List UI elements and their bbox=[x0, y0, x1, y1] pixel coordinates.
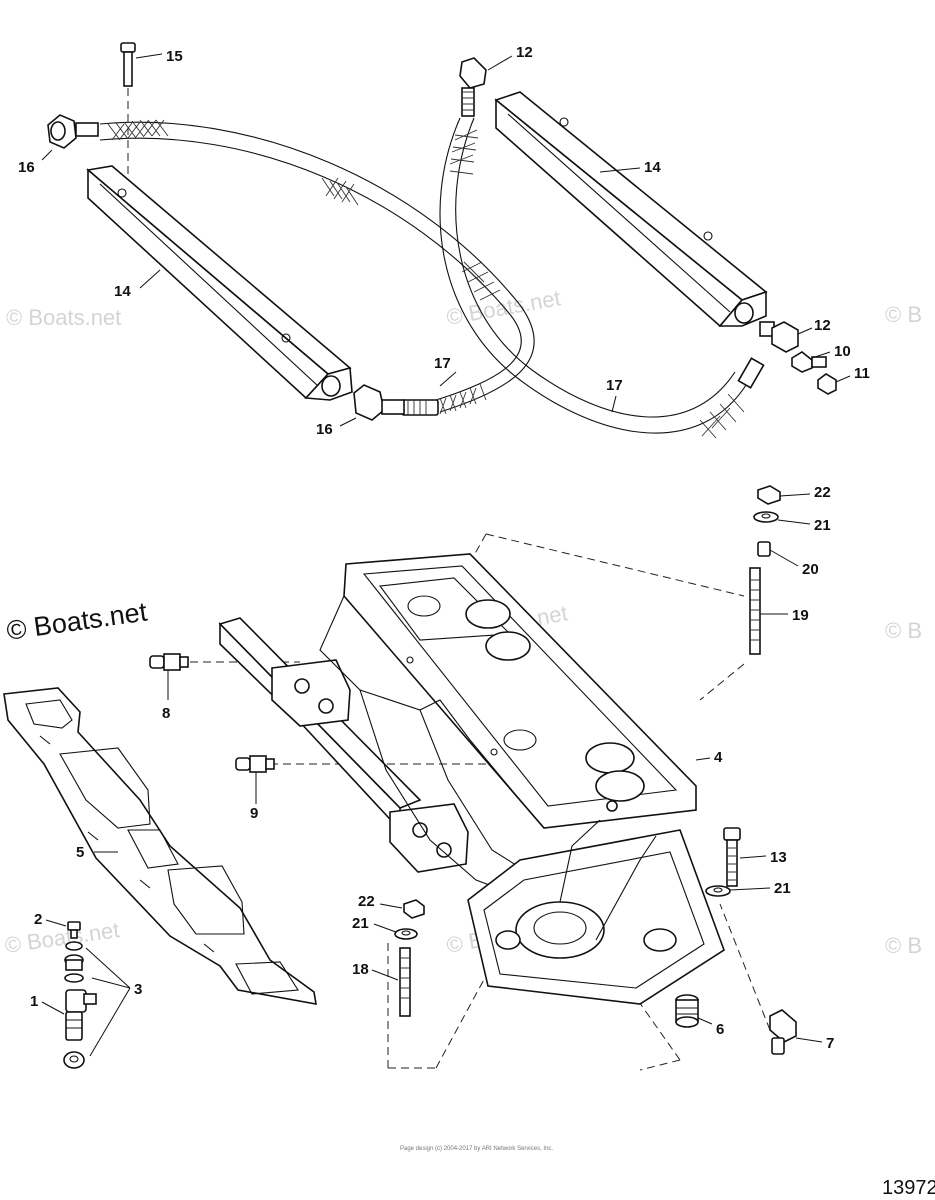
callout-21-right: 21 bbox=[774, 880, 791, 897]
fitting-16-upper bbox=[47, 114, 99, 149]
watermark: © B bbox=[885, 302, 922, 327]
fitting-12-upper bbox=[459, 57, 487, 117]
hose-17-left bbox=[99, 119, 535, 416]
callout-10: 10 bbox=[834, 343, 851, 360]
fuel-rail-14-right bbox=[494, 91, 768, 328]
callout-15: 15 bbox=[166, 48, 183, 65]
fuel-rail-14-left bbox=[86, 165, 353, 401]
callout-3: 3 bbox=[134, 981, 142, 998]
plug-6 bbox=[675, 994, 699, 1028]
cap-11 bbox=[817, 373, 837, 395]
callout-16-lower: 16 bbox=[316, 421, 333, 438]
callout-12-upper: 12 bbox=[516, 44, 533, 61]
callout-17-left: 17 bbox=[434, 355, 451, 372]
bolt-15 bbox=[120, 42, 136, 190]
callout-19: 19 bbox=[792, 607, 809, 624]
callout-11: 11 bbox=[854, 365, 870, 382]
callout-7: 7 bbox=[826, 1035, 834, 1052]
elbow-7 bbox=[769, 1009, 797, 1055]
brand-watermark: © Boats.net bbox=[5, 596, 150, 645]
callout-6: 6 bbox=[716, 1021, 724, 1038]
injector-1-assembly bbox=[63, 921, 97, 1069]
leader-lines bbox=[41, 53, 851, 1057]
fitting-16-lower bbox=[353, 384, 405, 421]
callout-22-lower: 22 bbox=[358, 893, 375, 910]
watermark: © Boats.net bbox=[6, 305, 121, 330]
gasket-5 bbox=[3, 687, 317, 1005]
callout-1: 1 bbox=[30, 993, 38, 1010]
watermark: © B bbox=[885, 618, 922, 643]
callout-14-right: 14 bbox=[644, 159, 661, 176]
callout-16-upper: 16 bbox=[18, 159, 35, 176]
callout-labels: 15 16 12 14 14 17 16 17 12 10 11 22 21 2… bbox=[18, 44, 870, 1052]
intake-manifold-4 bbox=[218, 553, 725, 1005]
callout-17-right: 17 bbox=[606, 377, 623, 394]
stud-19-stack bbox=[749, 485, 781, 655]
sensor-8 bbox=[149, 653, 189, 671]
sensor-9 bbox=[235, 755, 275, 773]
watermark: © Boats.net bbox=[3, 917, 121, 958]
callout-13: 13 bbox=[770, 849, 787, 866]
callout-20: 20 bbox=[802, 561, 819, 578]
diagram-number: 13972 bbox=[882, 1177, 935, 1199]
callout-4: 4 bbox=[714, 749, 723, 766]
callout-12-lower: 12 bbox=[814, 317, 831, 334]
bolt-13 bbox=[705, 827, 741, 897]
callout-5: 5 bbox=[76, 844, 84, 861]
callout-9: 9 bbox=[250, 805, 258, 822]
callout-14-left: 14 bbox=[114, 283, 131, 300]
watermark: © B bbox=[885, 933, 922, 958]
hose-17-right bbox=[439, 117, 765, 439]
fitting-10 bbox=[791, 351, 827, 373]
fitting-12-lower bbox=[759, 321, 799, 353]
callout-21-top: 21 bbox=[814, 517, 831, 534]
callout-18: 18 bbox=[352, 961, 369, 978]
callout-22-top: 22 bbox=[814, 484, 831, 501]
fine-print: Page design (c) 2004-2017 by ARI Network… bbox=[400, 1146, 553, 1152]
callout-8: 8 bbox=[162, 705, 170, 722]
stud-18-stack bbox=[394, 899, 425, 1017]
callout-2: 2 bbox=[34, 911, 42, 928]
callout-21-lower: 21 bbox=[352, 915, 369, 932]
watermark: © Boats.net bbox=[445, 285, 563, 330]
